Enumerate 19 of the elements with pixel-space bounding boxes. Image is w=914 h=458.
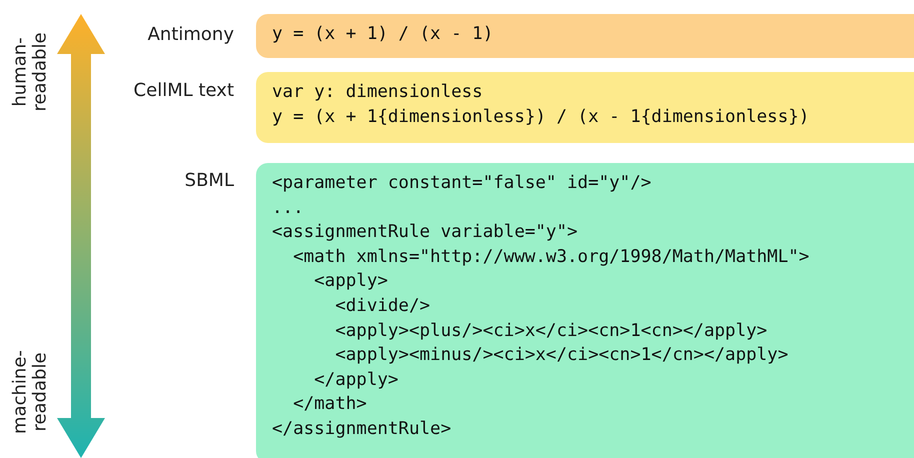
- code-line: ...: [272, 196, 304, 220]
- axis-end-label: machine-readable: [10, 349, 50, 436]
- code-line: <parameter constant="false" id="y"/>: [272, 172, 652, 195]
- code-line: <assignmentRule variable="y">: [272, 221, 578, 244]
- code-line: <math xmlns="http://www.w3.org/1998/Math/MathML">: [292, 246, 810, 269]
- format-name: SBML: [184, 170, 234, 191]
- code-line: <apply>: [313, 270, 388, 294]
- format-name: CellML text: [134, 80, 234, 101]
- code-line: <apply><plus/><ci>x</ci><cn>1<cn></apply>: [334, 320, 768, 343]
- format-name: Antimony: [148, 24, 234, 45]
- axis-end-label: human-readable: [10, 31, 50, 114]
- code-line: <apply><minus/><ci>x</ci><cn>1</cn></apply>: [334, 344, 788, 368]
- code-line: </math>: [292, 393, 367, 416]
- code-line: </assignmentRule>: [272, 418, 452, 441]
- code-line: y = (x + 1{dimensionless}) / (x - 1{dimensionless}): [272, 106, 810, 129]
- code-line: </apply>: [313, 368, 398, 392]
- code-line: y = (x + 1) / (x - 1): [272, 23, 494, 46]
- code-line: <divide/>: [334, 294, 430, 318]
- code-line: var y: dimensionless: [272, 81, 483, 104]
